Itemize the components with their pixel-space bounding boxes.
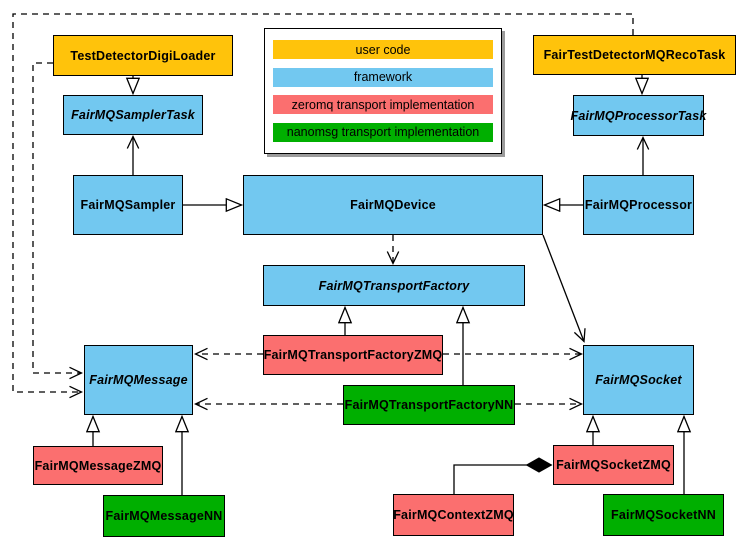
node-fairmq-socket-zmq: FairMQSocketZMQ (553, 445, 674, 485)
node-fairmq-sampler: FairMQSampler (73, 175, 183, 235)
legend-item-nanomsg: nanomsg transport implementation (273, 122, 493, 142)
node-fairmq-socket: FairMQSocket (583, 345, 694, 415)
edge-device-uses-socket (542, 234, 586, 343)
edge-digiloader-uses-message (32, 62, 84, 380)
node-fairmq-message: FairMQMessage (84, 345, 193, 415)
node-fairmq-transport-factory: FairMQTransportFactory (263, 265, 525, 306)
legend-item-zeromq: zeromq transport implementation (273, 95, 493, 115)
edge-contextzmq-partof-socketzmq (453, 465, 552, 494)
node-fairmq-transport-factory-zmq: FairMQTransportFactoryZMQ (263, 335, 443, 375)
node-fairmq-message-zmq: FairMQMessageZMQ (33, 446, 163, 485)
legend-item-framework: framework (273, 67, 493, 87)
edge-recotask-uses-message (12, 13, 634, 399)
node-fairmq-device: FairMQDevice (243, 175, 543, 235)
node-fairmq-transport-factory-nn: FairMQTransportFactoryNN (343, 385, 515, 425)
node-fairmq-socket-nn: FairMQSocketNN (603, 494, 724, 536)
node-fair-test-detector-mq-reco-task: FairTestDetectorMQRecoTask (533, 35, 736, 75)
node-fairmq-processor-task: FairMQProcessorTask (570, 95, 706, 136)
legend: user code framework zeromq transport imp… (264, 28, 502, 154)
node-fairmq-message-nn: FairMQMessageNN (103, 495, 225, 537)
node-fairmq-sampler-task: FairMQSamplerTask (63, 95, 203, 135)
node-test-detector-digi-loader: TestDetectorDigiLoader (53, 35, 233, 76)
legend-item-user-code: user code (273, 40, 493, 60)
node-fairmq-context-zmq: FairMQContextZMQ (393, 494, 514, 536)
node-fairmq-processor: FairMQProcessor (583, 175, 694, 235)
